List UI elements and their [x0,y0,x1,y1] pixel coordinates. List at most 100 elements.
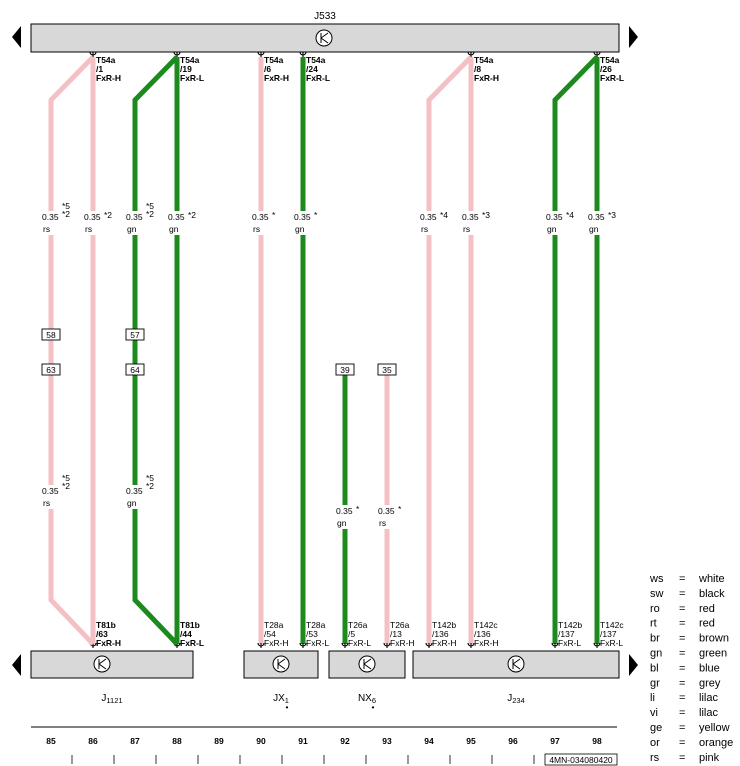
legend-eq: = [679,752,685,764]
splice-box-39-box [335,363,355,376]
branch-label-97-size: 0.35 [546,212,563,222]
bottom-label-86-connector: T81b [96,620,116,630]
top-label-86-signal: FxR-H [96,73,121,83]
legend-code: vi [650,707,658,719]
top-label-90-pin: /6 [264,64,271,74]
branch-label-85-code: rs [43,224,50,234]
splice-box-63-box [41,363,61,376]
bottom-pin-91 [299,642,307,648]
legend-name: red [699,618,715,630]
legend-code: ge [650,722,662,734]
branch-label-85-gap [41,211,61,235]
bottom-label-92-pin: /5 [348,629,355,639]
bottom-pin-95 [467,642,475,648]
legend-eq: = [679,662,685,674]
wire-label-91-footnote: * [314,210,318,220]
legend-code: gr [650,677,660,689]
legend-name: green [699,648,727,660]
bottom-label-97-signal: FxR-L [558,638,581,648]
wire-label-92-size: 0.35 [336,506,353,516]
splice-box-57-box [125,328,145,341]
branch-footnote-a-85: *5 [62,201,70,211]
legend-code: br [650,633,660,645]
bottom-label-86-pin: /63 [96,629,108,639]
wire-label-92-gap [335,505,355,529]
wire-label-92-footnote: * [356,504,360,514]
branch-97 [552,55,599,644]
bottom-label-98-pin: /137 [600,629,617,639]
top-ground-icon [315,29,333,47]
wire-label-90-footnote: * [272,210,276,220]
bottom-pin-92 [341,642,349,648]
branch2-footnote-a-85: *5 [62,473,70,483]
legend-name: yellow [699,722,730,734]
branch-footnote-a-87: *5 [146,201,154,211]
bottom-label-88-pin: /44 [180,629,192,639]
branch-label-97-code: gn [547,224,557,234]
bottom-label-94-signal: FxR-H [432,638,457,648]
bottom-label-95-connector: T142c [474,620,498,630]
legend-code: ro [650,603,660,615]
top-pin-95 [467,51,475,57]
bottom-component-name-3: J234 [507,693,525,705]
branch-label-94-size: 0.35 [420,212,437,222]
bottom-pin-90 [257,642,265,648]
legend-eq: = [679,588,685,600]
wire-label-86-gap [83,211,103,235]
legend-name: red [699,603,715,615]
legend-code: or [650,737,660,749]
branch-label2-87-size: 0.35 [126,486,143,496]
top-pin-91 [299,51,307,57]
wire-label-86-code: rs [85,224,92,234]
bottom-bar-0 [30,650,194,679]
legend-eq: = [679,573,685,585]
wire-label-95-code: rs [463,224,470,234]
splice-box-64-box [125,363,145,376]
column-number-95: 95 [466,736,476,746]
wire-label-98-size: 0.35 [588,212,605,222]
legend-code: li [650,692,655,704]
legend-name: grey [699,677,721,689]
branch-label2-87-code: gn [127,498,137,508]
top-label-86-connector: T54a [96,55,116,65]
top-label-88-signal: FxR-L [180,73,204,83]
bottom-label-91-connector: T28a [306,620,326,630]
column-number-93: 93 [382,736,392,746]
wire-label-88-code: gn [169,224,179,234]
branch-label2-87-gap [125,485,145,509]
legend-eq: = [679,692,685,704]
top-label-88-connector: T54a [180,55,200,65]
bottom-label-94-connector: T142b [432,620,456,630]
wire-label-88-footnote: *2 [188,210,196,220]
splice-box-57: 57 [130,330,140,340]
branch-footnote-b-85: *2 [62,209,70,219]
legend-name: brown [699,633,729,645]
column-number-94: 94 [424,736,434,746]
legend-name: white [698,573,725,585]
legend-code: bl [650,662,659,674]
branch-87 [132,55,179,646]
bottom-label-95-pin: /136 [474,629,491,639]
branch-label-87-code: gn [127,224,137,234]
legend-code: sw [650,588,664,600]
column-number-87: 87 [130,736,140,746]
branch-label2-85-gap [41,485,61,509]
bottom-component-name-2: NX6 [358,693,376,705]
top-label-95-pin: /8 [474,64,481,74]
branch2-footnote-a-87: *5 [146,473,154,483]
bottom-pin-98 [593,642,601,648]
bottom-label-90-connector: T28a [264,620,284,630]
top-pin-88 [173,51,181,57]
bottom-label-93-connector: T26a [390,620,410,630]
bottom-ground-icon-3 [507,655,525,673]
wire-label-93-footnote: * [398,504,402,514]
branch2-footnote-b-85: *2 [62,481,70,491]
column-number-92: 92 [340,736,350,746]
bottom-label-97-pin: /137 [558,629,575,639]
legend-name: blue [699,662,720,674]
top-label-90-signal: FxR-H [264,73,289,83]
bottom-label-98-signal: FxR-L [600,638,623,648]
